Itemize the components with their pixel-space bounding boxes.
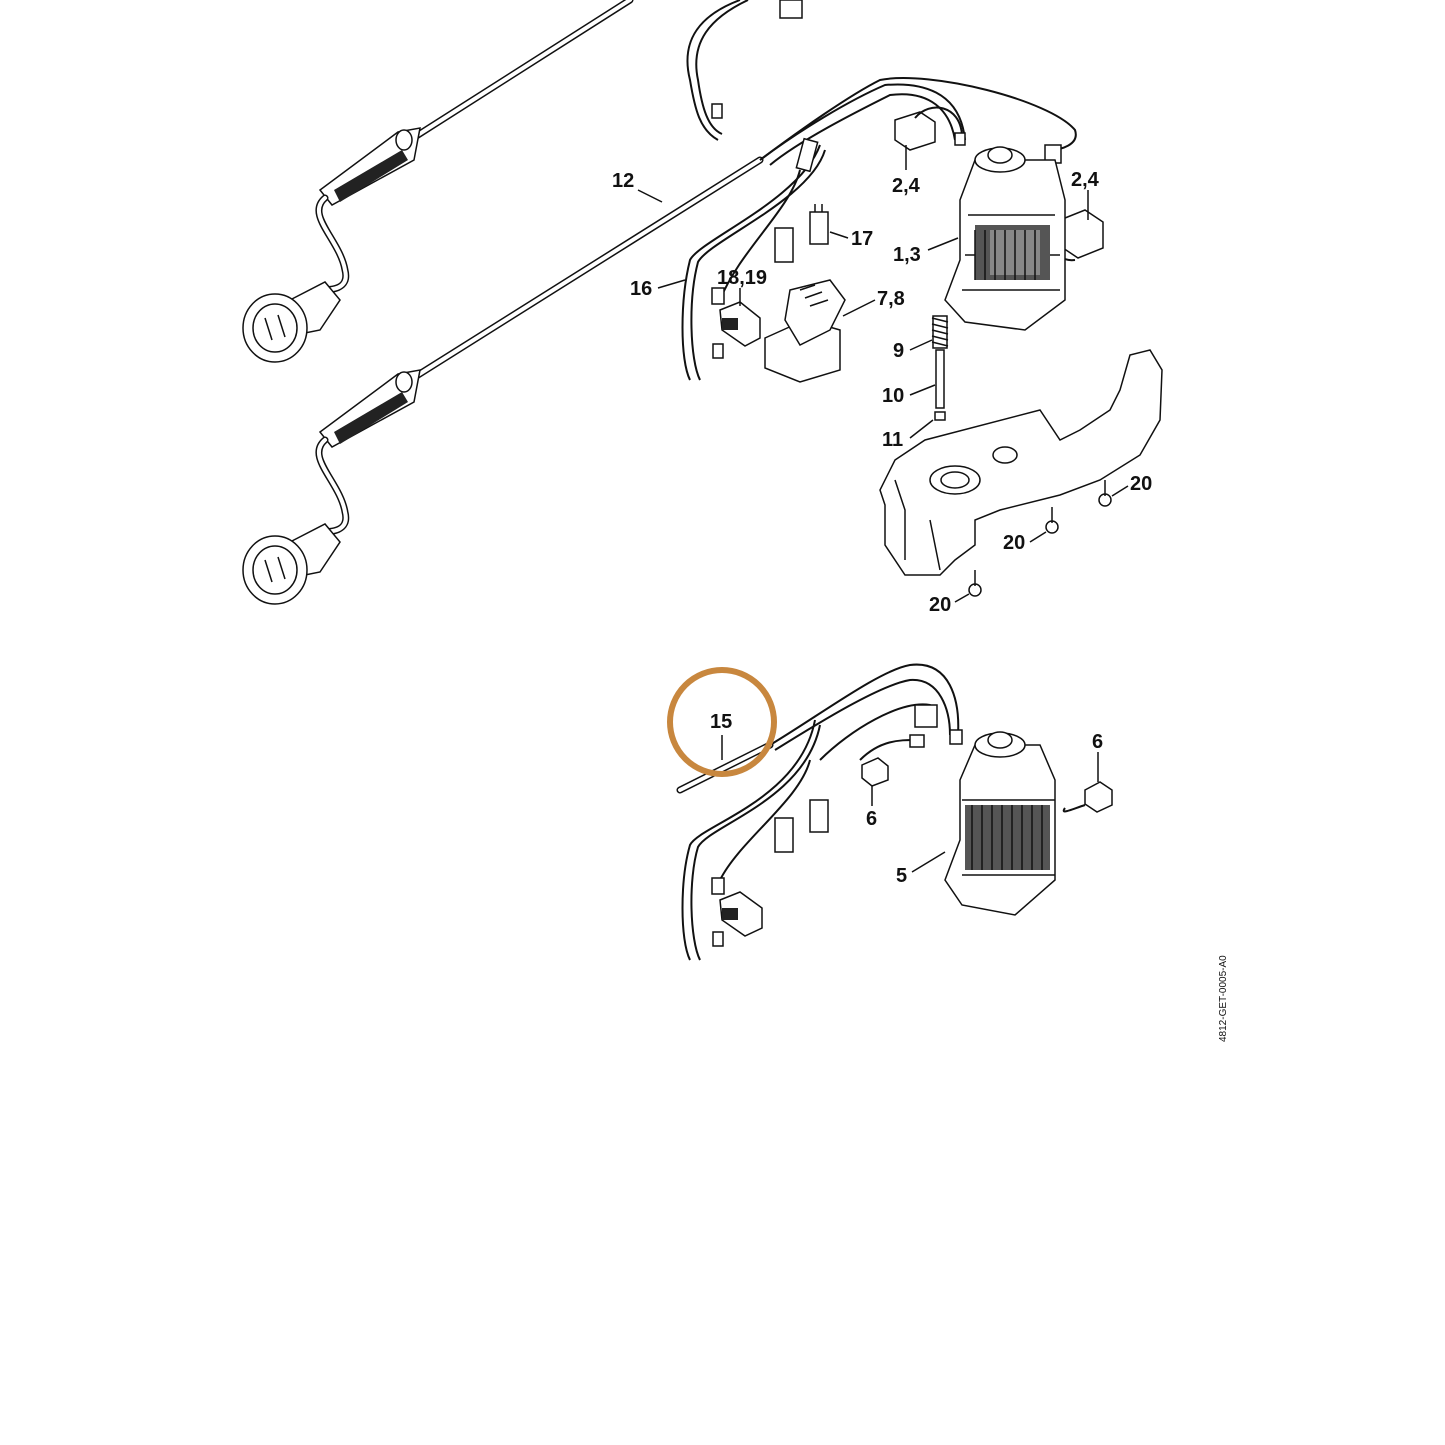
callout-20-b: 20: [1003, 532, 1025, 554]
document-id: 4812-GET-0005-A0: [1218, 955, 1229, 1042]
upper-switch-lead: [686, 0, 803, 141]
callout-6-right: 6: [1092, 731, 1103, 753]
callout-11: 11: [882, 429, 903, 451]
callout-2-4-upper: 2,4: [892, 175, 921, 197]
screw-20-c: [968, 570, 982, 597]
callout-9: 9: [893, 340, 904, 362]
callout-17: 17: [851, 228, 873, 250]
leader-lines: [637, 145, 1129, 873]
screw-20-b: [1045, 507, 1059, 534]
carbon-brush-lower-right: [1062, 781, 1113, 813]
callout-20-c: 20: [929, 594, 951, 616]
screw-20-a: [1098, 480, 1112, 507]
switch-upper: [719, 301, 761, 347]
callout-10: 10: [882, 385, 904, 407]
callout-labels: 12 2,4 2,4 17 1,3 16 18,19 7,8 9 10 11 2…: [612, 169, 1152, 887]
callout-5: 5: [896, 865, 907, 887]
highlight-circle: [667, 667, 777, 777]
pin: [935, 349, 945, 409]
callout-12: 12: [612, 170, 634, 192]
lower-harness: [676, 663, 963, 961]
motor-lower: [944, 731, 1056, 916]
callout-7-8: 7,8: [877, 288, 905, 310]
carbon-brush-upper: [894, 106, 966, 151]
callout-18-19: 18,19: [717, 267, 767, 289]
power-cord-upper: [242, 0, 634, 363]
callout-16: 16: [630, 278, 652, 300]
screw-11: [934, 411, 946, 421]
spring: [931, 315, 949, 349]
callout-2-4-right: 2,4: [1071, 169, 1100, 191]
callout-20-a: 20: [1130, 473, 1152, 495]
callout-15: 15: [710, 711, 732, 733]
switch-bracket: [764, 279, 846, 383]
callout-6-left: 6: [866, 808, 877, 830]
motor-upper: [944, 146, 1066, 331]
capacitor-upper: [774, 204, 829, 263]
housing: [879, 349, 1163, 576]
power-cord-lower: [242, 156, 764, 605]
capacitor-lower: [774, 799, 829, 853]
upper-harness: [681, 77, 1077, 381]
callout-1-3: 1,3: [893, 244, 921, 266]
switch-lower: [719, 891, 763, 937]
carbon-brush-lower-left: [861, 757, 889, 787]
